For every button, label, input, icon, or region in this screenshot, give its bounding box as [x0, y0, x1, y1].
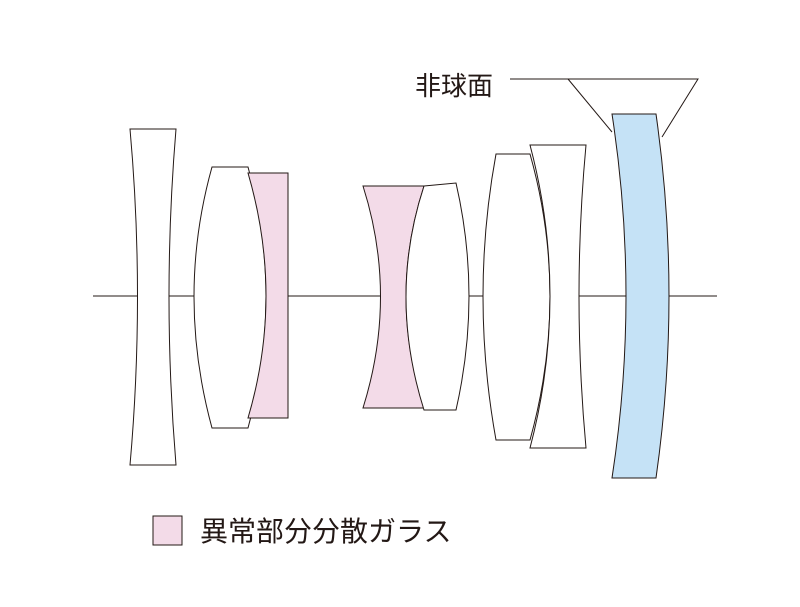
lens-element-6 — [482, 153, 551, 441]
lens-element-3 — [247, 172, 289, 419]
lens-element-1 — [129, 128, 177, 466]
lens-element-7 — [529, 144, 587, 449]
aspherical-label: 非球面 — [415, 72, 493, 102]
lens-element-8 — [611, 113, 670, 479]
aspherical-callout-line-2 — [567, 78, 613, 133]
legend-label: 異常部分分散ガラス — [200, 515, 451, 548]
legend-swatch-ed-glass — [152, 515, 183, 546]
aspherical-callout-line — [510, 78, 699, 138]
lens-element-5 — [405, 182, 470, 411]
